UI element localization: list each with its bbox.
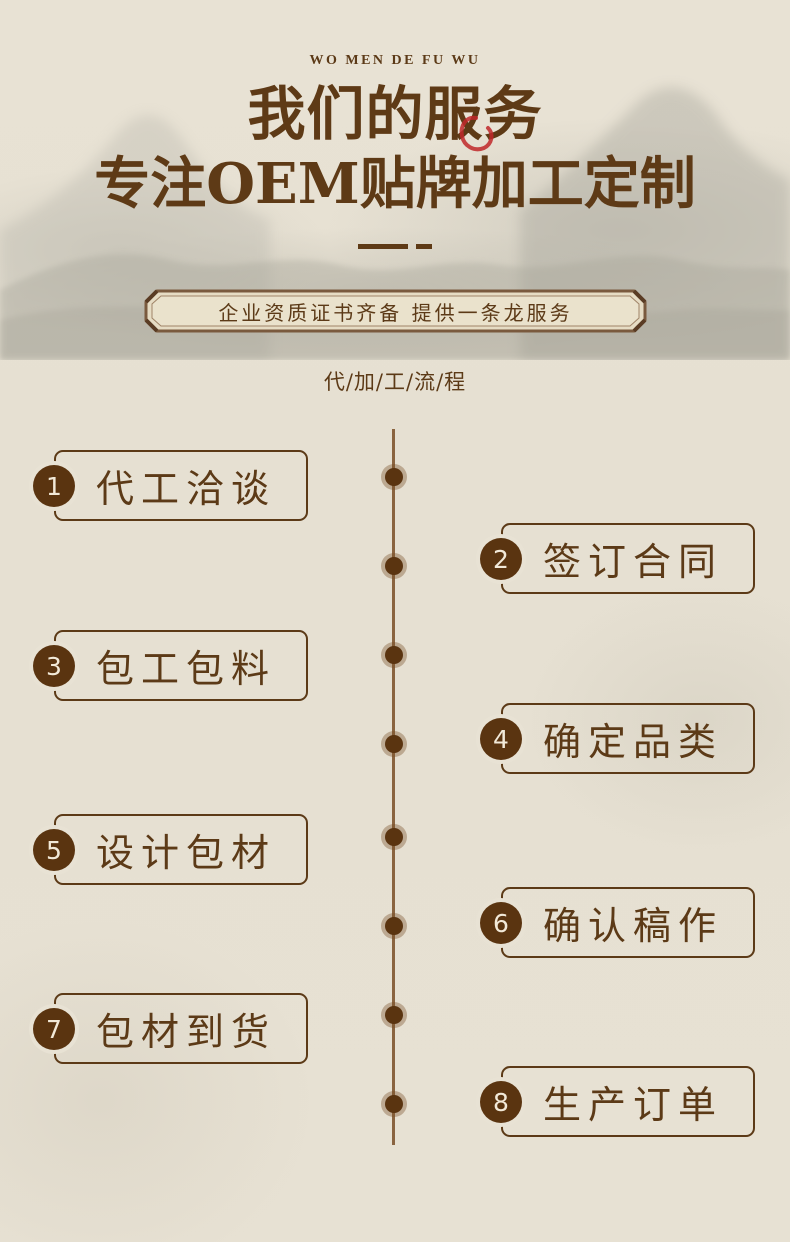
step-label: 包材到货 bbox=[96, 1010, 277, 1054]
timeline-line bbox=[392, 429, 395, 1145]
step-label: 设计包材 bbox=[96, 831, 277, 875]
process-step-5: 5 设计包材 bbox=[33, 814, 308, 885]
timeline-dot bbox=[381, 642, 407, 668]
step-label: 代工洽谈 bbox=[96, 467, 277, 511]
process-step-3: 3 包工包料 bbox=[33, 630, 308, 701]
process-step-2: 2 签订合同 bbox=[480, 523, 755, 594]
step-number-badge: 6 bbox=[480, 902, 522, 944]
page-title: 我们的服务 bbox=[247, 80, 543, 148]
red-brush-circle-icon bbox=[459, 115, 494, 152]
step-number-badge: 4 bbox=[480, 718, 522, 760]
timeline-dot bbox=[381, 1091, 407, 1117]
banner-frame-icon bbox=[144, 289, 647, 333]
timeline-dot bbox=[381, 553, 407, 579]
process-step-1: 1 代工洽谈 bbox=[33, 450, 308, 521]
banner-text: 企业资质证书齐备 提供一条龙服务 bbox=[218, 300, 573, 325]
process-step-8: 8 生产订单 bbox=[480, 1066, 755, 1137]
header-pinyin: WO MEN DE FU WU bbox=[309, 53, 481, 68]
step-label: 确定品类 bbox=[543, 720, 724, 764]
timeline-dot bbox=[381, 1002, 407, 1028]
step-number-badge: 3 bbox=[33, 645, 75, 687]
timeline-dot bbox=[381, 913, 407, 939]
timeline-dot bbox=[381, 731, 407, 757]
step-number-badge: 1 bbox=[33, 465, 75, 507]
step-label: 确认稿作 bbox=[543, 904, 724, 948]
process-title: 代/加/工/流/程 bbox=[323, 370, 467, 394]
timeline-dot bbox=[381, 464, 407, 490]
process-step-6: 6 确认稿作 bbox=[480, 887, 755, 958]
step-number-badge: 8 bbox=[480, 1081, 522, 1123]
title-divider-long bbox=[358, 244, 408, 249]
page-subtitle: 专注OEM贴牌加工定制 bbox=[94, 151, 696, 217]
step-label: 包工包料 bbox=[96, 647, 277, 691]
step-label: 生产订单 bbox=[543, 1083, 724, 1127]
title-divider-short bbox=[416, 244, 432, 249]
qualification-banner: 企业资质证书齐备 提供一条龙服务 bbox=[143, 288, 648, 334]
step-number-badge: 2 bbox=[480, 538, 522, 580]
step-label: 签订合同 bbox=[543, 540, 724, 584]
process-step-4: 4 确定品类 bbox=[480, 703, 755, 774]
timeline-dot bbox=[381, 824, 407, 850]
step-number-badge: 7 bbox=[33, 1008, 75, 1050]
step-number-badge: 5 bbox=[33, 829, 75, 871]
process-step-7: 7 包材到货 bbox=[33, 993, 308, 1064]
